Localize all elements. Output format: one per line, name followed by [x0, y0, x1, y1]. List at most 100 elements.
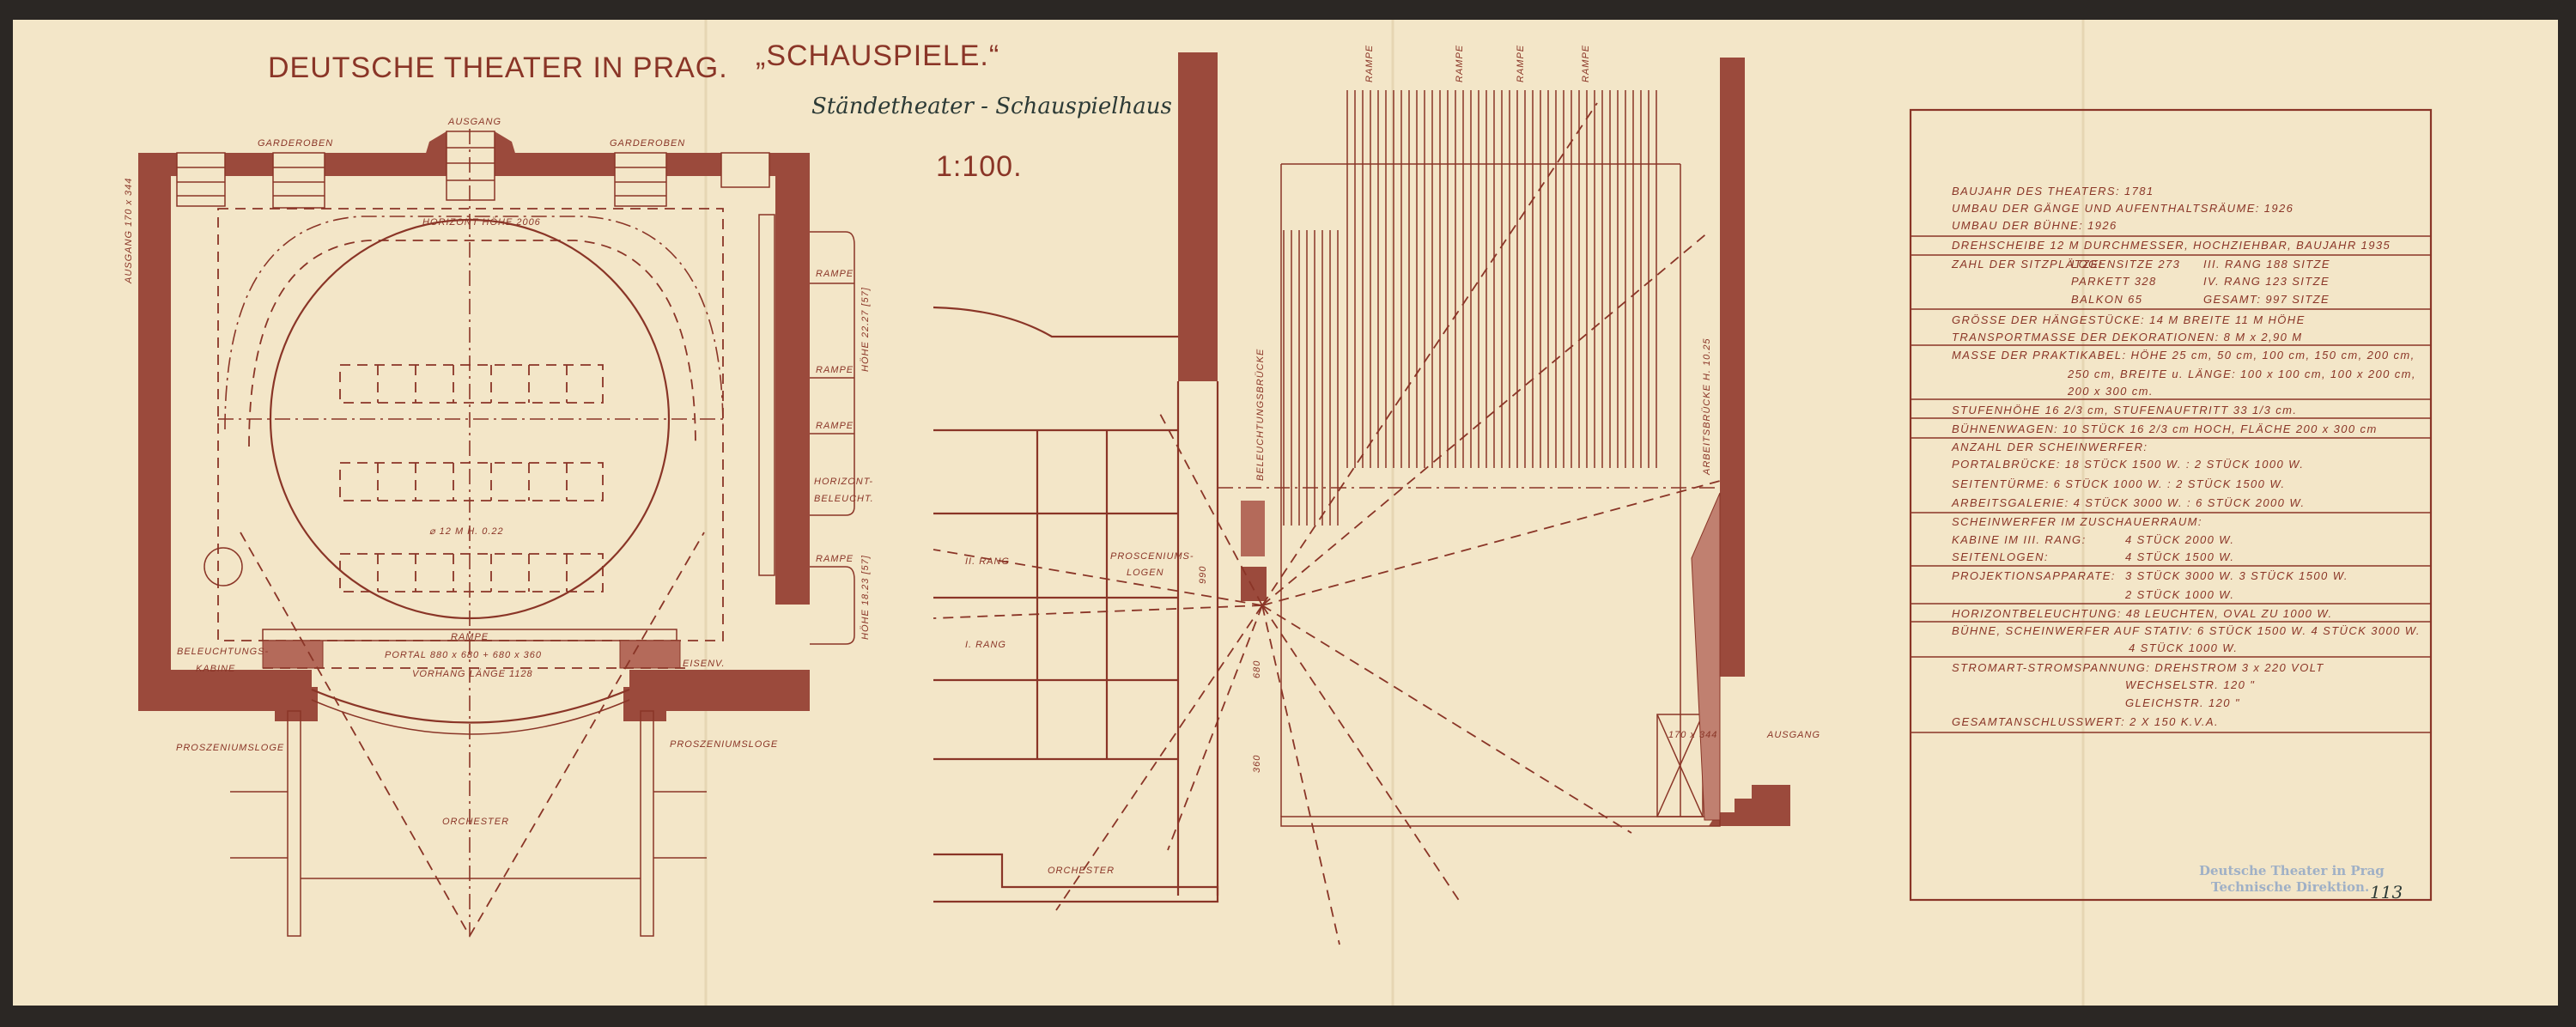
spec-projektion-value-1: 3 STÜCK 3000 W. 3 STÜCK 1500 W.	[2125, 569, 2348, 582]
section-drawing: RAMPE RAMPE RAMPE RAMPE BELEUCHTUNGSBRÜC…	[933, 45, 1820, 945]
label-rang-1: I. RANG	[965, 640, 1006, 650]
spec-kabine-label: KABINE IM III. RANG:	[1952, 533, 2087, 546]
label-kabine-2: KABINE	[196, 664, 235, 674]
light-ray	[1158, 411, 1263, 606]
spec-strom-3: GLEICHSTR. 120 "	[2125, 696, 2240, 709]
label-ausgang-left: AUSGANG 170 x 344	[124, 178, 134, 284]
label-logen-2: LOGEN	[1127, 568, 1164, 578]
auditorium-grid	[933, 428, 1178, 761]
stamp-line-2: Technische Direktion.	[2211, 879, 2369, 895]
spec-buehnenwagen: BÜHNENWAGEN: 10 STÜCK 16 2/3 cm HOCH, FL…	[1952, 422, 2378, 435]
spec-seitenlogen-value: 4 STÜCK 1500 W.	[2125, 550, 2234, 563]
drawing-title: DEUTSCHE THEATER IN PRAG.	[268, 52, 728, 84]
spec-umbau-buehne: UMBAU DER BÜHNE: 1926	[1952, 219, 2117, 232]
light-ray	[1261, 102, 1598, 606]
spec-stativ-2: 4 STÜCK 1000 W.	[2129, 641, 2238, 654]
label-rampe-section-4: RAMPE	[1581, 45, 1591, 82]
light-ray	[933, 605, 1263, 619]
label-rampe-section-1: RAMPE	[1364, 45, 1375, 82]
spec-praktikabel-1: MASSE DER PRAKTIKABEL: HÖHE 25 cm, 50 cm…	[1952, 349, 2415, 362]
stage-wagons	[339, 364, 604, 592]
label-rampe-1: RAMPE	[816, 269, 854, 279]
spec-transport: TRANSPORTMASSE DER DEKORATIONEN: 8 M x 2…	[1952, 331, 2303, 343]
portal-right	[619, 640, 681, 669]
label-orchester-section: ORCHESTER	[1048, 866, 1115, 876]
spec-sitz-b: GESAMT: 997 SITZE	[2203, 293, 2330, 306]
spec-sitz-a: BALKON 65	[2071, 293, 2142, 306]
spec-stufen: STUFENHÖHE 16 2/3 cm, STUFENAUFTRITT 33 …	[1952, 404, 2297, 416]
spec-zuschauerraum: SCHEINWERFER IM ZUSCHAUERRAUM:	[1952, 515, 2202, 528]
spec-drehscheibe: DREHSCHEIBE 12 M DURCHMESSER, HOCHZIEHBA…	[1952, 239, 2391, 252]
spec-sitz-b: IV. RANG 123 SITZE	[2203, 275, 2330, 288]
light-ray	[1261, 605, 1632, 834]
spec-sitz-a: PARKETT 328	[2071, 275, 2157, 288]
spec-anzahl: ANZAHL DER SCHEINWERFER:	[1951, 441, 2148, 453]
signature: 113	[2370, 882, 2403, 902]
dim-680: 680	[1252, 660, 1262, 678]
spec-praktikabel-3: 200 x 300 cm.	[2067, 385, 2154, 398]
drawing-subtitle: „SCHAUSPIELE.“	[756, 40, 999, 72]
label-ausgang-section: AUSGANG	[1766, 730, 1820, 740]
scale-label: 1:100.	[936, 150, 1023, 183]
spec-projektion-label: PROJEKTIONSAPPARATE:	[1952, 569, 2116, 582]
label-loge-right: PROSZENIUMSLOGE	[670, 739, 778, 750]
label-eisenv: EISENV.	[683, 659, 726, 669]
light-ray	[1055, 605, 1263, 911]
dim-990: 990	[1198, 566, 1208, 584]
spec-seitentuerme: SEITENTÜRME: 6 STÜCK 1000 W. : 2 STÜCK 1…	[1952, 477, 2286, 490]
label-rampe-4: RAMPE	[816, 554, 854, 564]
spec-strom-1: STROMART-STROMSPANNUNG: DREHSTROM 3 x 22…	[1952, 661, 2324, 674]
label-orchester-plan: ORCHESTER	[442, 817, 509, 827]
spec-seitenlogen-label: SEITENLOGEN:	[1952, 550, 2049, 563]
portal-left	[262, 640, 324, 669]
spec-kabine-value: 4 STÜCK 2000 W.	[2125, 533, 2234, 546]
label-rampe-2: RAMPE	[816, 365, 854, 375]
dim-360: 360	[1252, 755, 1262, 773]
label-kabine-1: BELEUCHTUNGS-	[177, 647, 269, 657]
direction-stamp: Deutsche Theater in Prag Technische Dire…	[2199, 863, 2403, 902]
label-drehscheibe: ⌀ 12 M H. 0.22	[429, 526, 504, 537]
label-horizont: HORIZONT HÖHE 2006	[422, 217, 541, 228]
right-brackets	[810, 231, 855, 645]
light-ray	[1167, 605, 1263, 851]
label-door-dim: 170 x 344	[1668, 730, 1717, 740]
light-ray	[1261, 480, 1721, 606]
label-horizont-beleucht-1: HORIZONT-	[814, 477, 873, 487]
label-rampe-front: RAMPE	[451, 632, 489, 642]
label-rampe-section-3: RAMPE	[1516, 45, 1526, 82]
spec-sitz-label: ZAHL DER SITZPLÄTZE:	[1951, 258, 2104, 270]
label-beleuchtungsbruecke: BELEUCHTUNGSBRÜCKE	[1255, 349, 1266, 481]
label-rang-2: II. RANG	[965, 556, 1010, 567]
label-rampe-3: RAMPE	[816, 421, 854, 431]
label-loge-left: PROSZENIUMSLOGE	[176, 743, 284, 753]
spec-umbau-gaenge: UMBAU DER GÄNGE UND AUFENTHALTSRÄUME: 19…	[1952, 202, 2293, 215]
spec-sitz-b: III. RANG 188 SITZE	[2203, 258, 2330, 270]
label-horizont-beleucht-2: BELEUCHT.	[814, 494, 874, 504]
spec-portalbruecke: PORTALBRÜCKE: 18 STÜCK 1500 W. : 2 STÜCK…	[1952, 458, 2304, 471]
label-garderoben-left: GARDEROBEN	[258, 138, 333, 149]
label-ausgang-top: AUSGANG	[447, 117, 501, 127]
spec-arbeitsgalerie: ARBEITSGALERIE: 4 STÜCK 3000 W. : 6 STÜC…	[1951, 496, 2306, 509]
stairs	[176, 131, 775, 576]
spec-haengestuecke: GRÖSSE DER HÄNGESTÜCKE: 14 M BREITE 11 M…	[1952, 313, 2306, 326]
light-ray	[933, 549, 1263, 606]
spec-strom-2: WECHSELSTR. 120 "	[2125, 678, 2255, 691]
spec-praktikabel-2: 250 cm, BREITE u. LÄNGE: 100 x 100 cm, 1…	[2067, 368, 2416, 380]
label-rampe-section-2: RAMPE	[1455, 45, 1465, 82]
handwritten-note: Ständetheater - Schauspielhaus	[811, 94, 1172, 119]
light-ray	[1261, 231, 1710, 606]
spec-baujahr: BAUJAHR DES THEATERS: 1781	[1952, 185, 2154, 198]
spec-projektion-value-2: 2 STÜCK 1000 W.	[2124, 588, 2234, 601]
spec-stativ-1: BÜHNE, SCHEINWERFER AUF STATIV: 6 STÜCK …	[1952, 624, 2421, 637]
spec-sitz-a: LOGENSITZE 273	[2071, 258, 2180, 270]
light-ray	[1261, 605, 1340, 945]
spec-table: BAUJAHR DES THEATERS: 1781 UMBAU DER GÄN…	[1909, 108, 2433, 902]
light-ray	[1261, 605, 1461, 902]
floor-plan: GARDEROBEN GARDEROBEN AUSGANG AUSGANG 17…	[124, 117, 874, 938]
label-portal: PORTAL 880 x 680 + 680 x 360	[385, 650, 542, 660]
spec-horizontbeleuchtung: HORIZONTBELEUCHTUNG: 48 LEUCHTEN, OVAL Z…	[1952, 607, 2333, 620]
label-vorhang: VORHANG LÄNGE 1128	[412, 669, 533, 679]
stamp-line-1: Deutsche Theater in Prag	[2199, 863, 2385, 878]
label-arbeitsbruecke: ARBEITSBRÜCKE H. 10.25	[1702, 337, 1712, 476]
label-garderoben-right: GARDEROBEN	[610, 138, 685, 149]
